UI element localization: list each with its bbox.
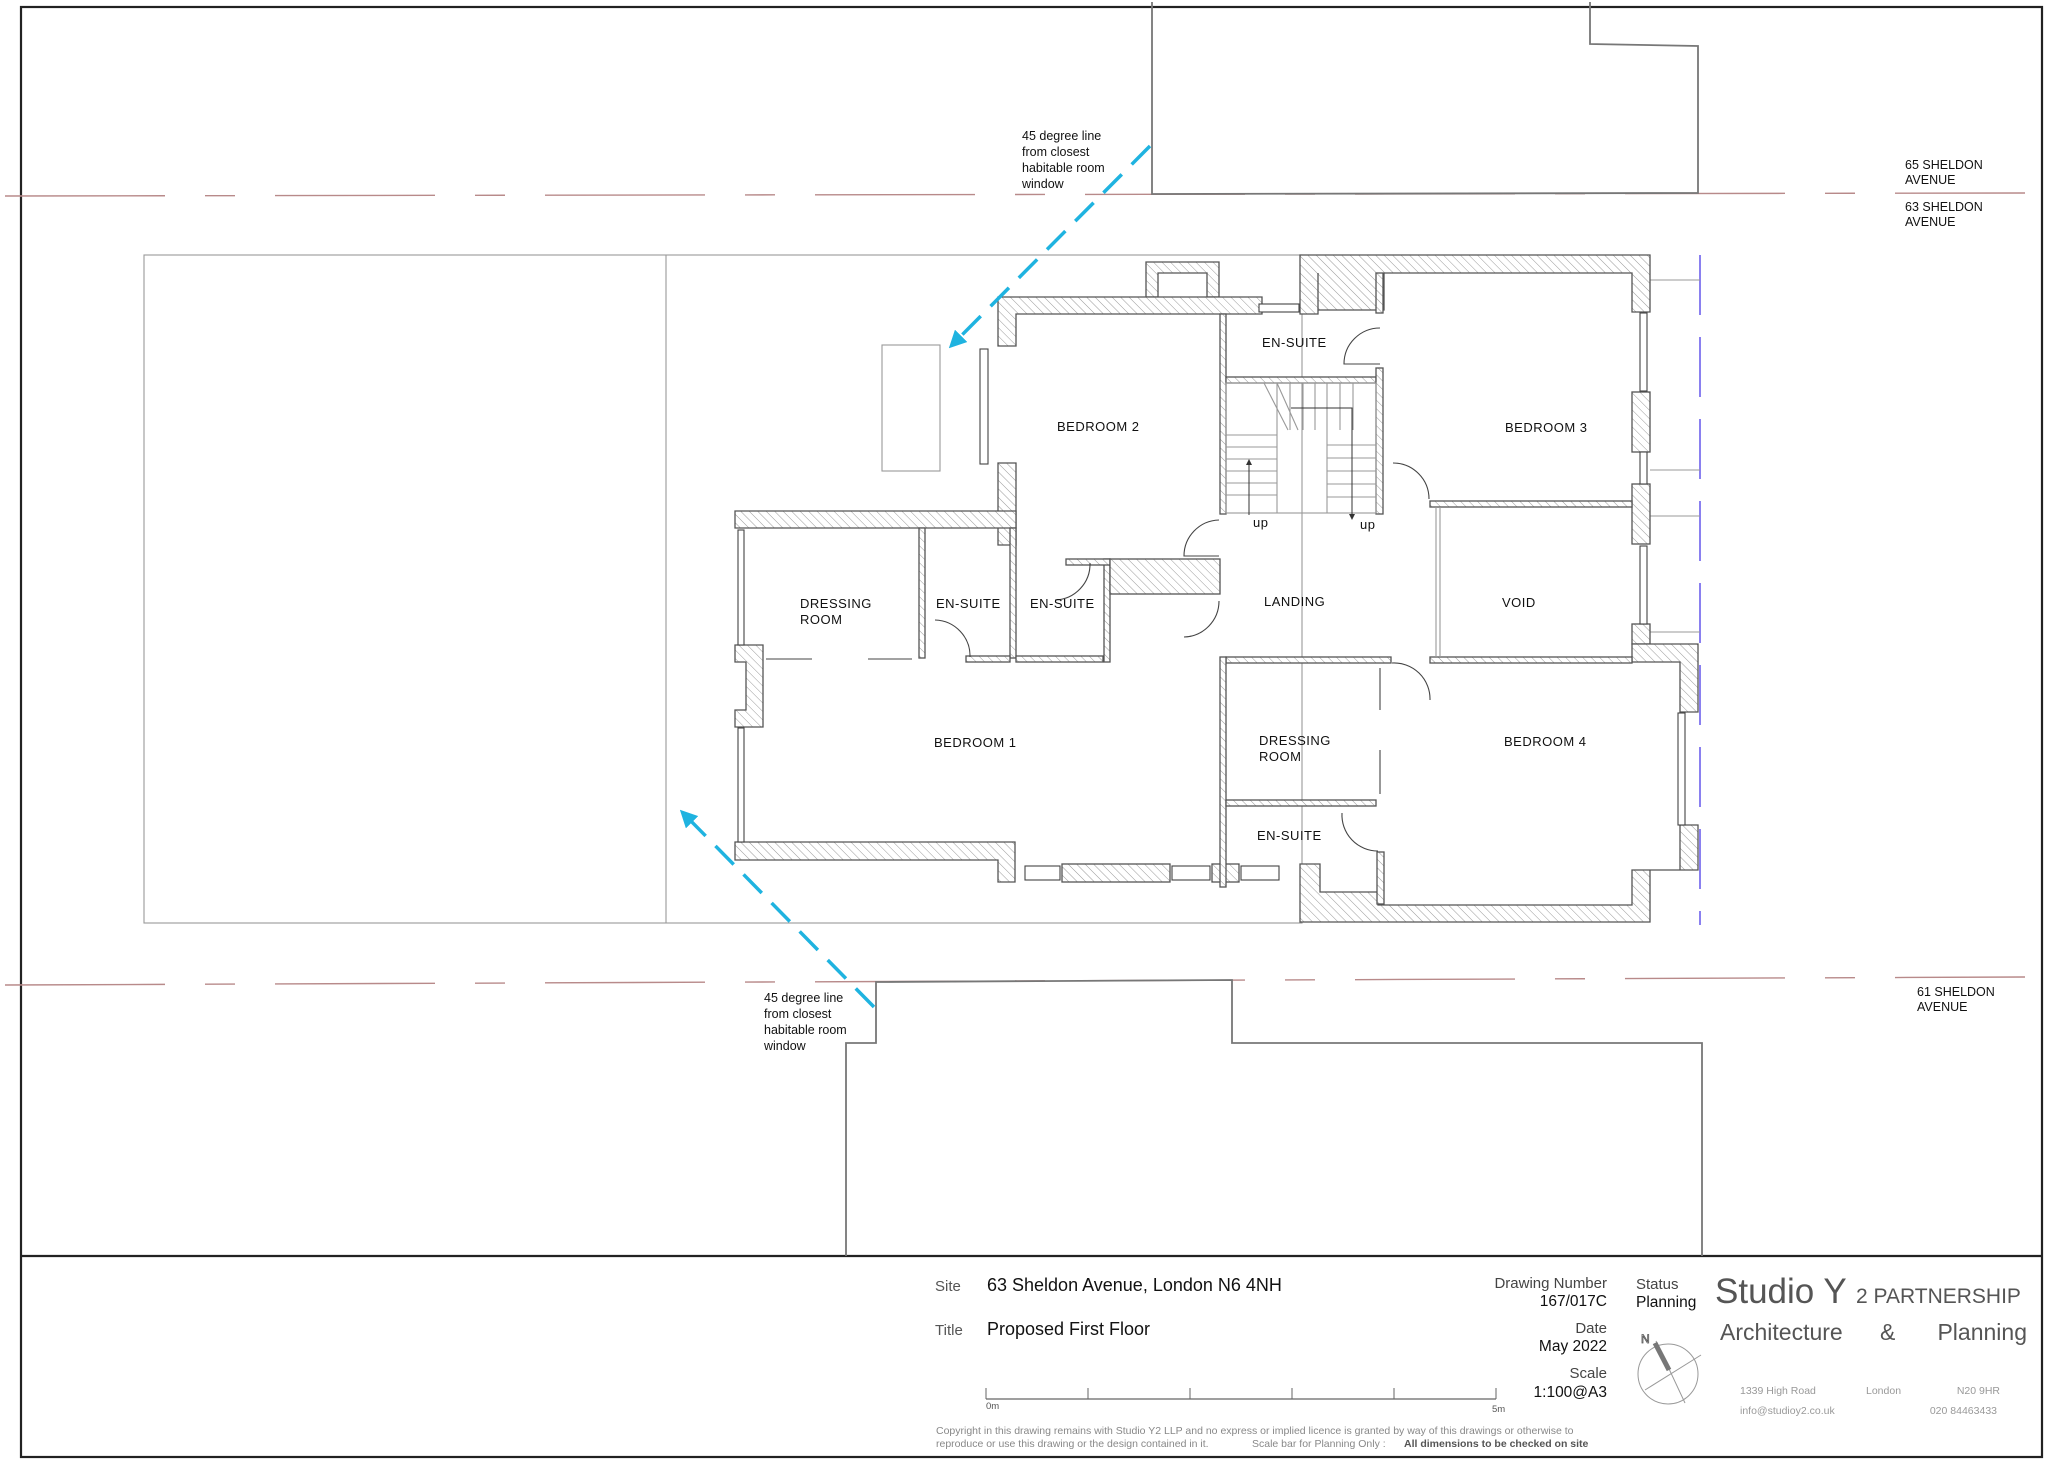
windows (737, 303, 1686, 881)
sight-line-45-south (679, 809, 876, 1009)
rooflight-outline (881, 344, 941, 472)
garden-outline (143, 254, 1303, 924)
room-label-en-suite-top: EN-SUITE (1262, 335, 1327, 350)
sight-line-45-north (948, 144, 1152, 349)
room-label-landing: LANDING (1264, 594, 1325, 609)
room-label-bedroom-4: BEDROOM 4 (1504, 734, 1587, 749)
annotation-45-south: 45 degree line from closest habitable ro… (763, 991, 847, 1053)
status-label: Status (1636, 1276, 1679, 1293)
room-labels: BEDROOM 2 EN-SUITE BEDROOM 3 DRESSING RO… (800, 335, 1588, 843)
brand-address-street: 1339 High Road (1740, 1385, 1816, 1397)
chimney (1145, 261, 1220, 298)
wall-bottom-pier-1 (1061, 863, 1171, 883)
sheet-border (19, 5, 2044, 1459)
room-label-dressing-room-1: DRESSING (800, 596, 872, 611)
room-label-en-suite-bottom: EN-SUITE (1257, 828, 1322, 843)
svg-text:AVENUE: AVENUE (1905, 173, 1955, 187)
room-label-dressing-room-2: DRESSING (1259, 733, 1331, 748)
title-block: Site 63 Sheldon Avenue, London N6 4NH Ti… (935, 1272, 2027, 1450)
room-label-dressing-room-2: ROOM (1259, 749, 1301, 764)
scale-label: Scale (1569, 1365, 1607, 1382)
svg-text:61 SHELDON: 61 SHELDON (1917, 985, 1995, 999)
svg-text:habitable room: habitable room (1022, 161, 1105, 175)
brand-name: Studio Y (1715, 1272, 1847, 1311)
brand-phone: 020 84463433 (1930, 1405, 1997, 1417)
room-label-bedroom-2: BEDROOM 2 (1057, 419, 1140, 434)
neighbour-labels: 65 SHELDON AVENUE 63 SHELDON AVENUE 61 S… (1905, 158, 1995, 1014)
svg-text:habitable room: habitable room (764, 1023, 847, 1037)
brand-tagline-amp: & (1880, 1319, 1895, 1345)
date-value: May 2022 (1539, 1338, 1607, 1355)
scale-bar: 0m 5m (985, 1388, 1505, 1415)
scale-value: 1:100@A3 (1534, 1384, 1607, 1401)
wall-bottom-right (1299, 824, 1699, 923)
svg-text:AVENUE: AVENUE (1905, 215, 1955, 229)
date-label: Date (1575, 1320, 1607, 1337)
svg-text:window: window (1021, 177, 1065, 191)
wall-void-right (1631, 623, 1651, 645)
stair-label-up-left: up (1253, 515, 1268, 530)
copyright-line-2: reproduce or use this drawing or the des… (936, 1438, 1209, 1450)
wall-left-block-top (734, 510, 1017, 529)
room-label-en-suite-left: EN-SUITE (936, 596, 1001, 611)
annotation-45-north: 45 degree line from closest habitable ro… (1021, 129, 1105, 191)
svg-text:63 SHELDON: 63 SHELDON (1905, 200, 1983, 214)
neighbour-65-outline (1151, 2, 1699, 195)
status-value: Planning (1636, 1294, 1696, 1311)
drawing-number-label: Drawing Number (1494, 1275, 1607, 1292)
wall-bedroom-4-right (1631, 643, 1699, 713)
svg-text:5m: 5m (1492, 1404, 1505, 1415)
doors (766, 327, 1431, 852)
dimensions-note: All dimensions to be checked on site (1404, 1438, 1589, 1450)
site-label: Site (935, 1278, 961, 1295)
boundary-line-north (4, 192, 2026, 197)
svg-text:65 SHELDON: 65 SHELDON (1905, 158, 1983, 172)
title-label: Title (935, 1322, 963, 1339)
brand-tagline-architecture: Architecture (1720, 1319, 1843, 1345)
site-value: 63 Sheldon Avenue, London N6 4NH (987, 1275, 1282, 1295)
svg-text:45 degree line: 45 degree line (764, 991, 843, 1005)
brand-address-city: London (1866, 1385, 1901, 1397)
stair-label-up-right: up (1360, 517, 1375, 532)
internal-walls (918, 272, 1633, 905)
brand-email: info@studioy2.co.uk (1740, 1405, 1835, 1417)
room-label-en-suite-mid: EN-SUITE (1030, 596, 1095, 611)
svg-text:from closest: from closest (764, 1007, 832, 1021)
brand-tagline-planning: Planning (1937, 1319, 2027, 1345)
brand-block: Studio Y 2 PARTNERSHIP Architecture & Pl… (1715, 1272, 2027, 1417)
wall-top-right (1299, 254, 1651, 315)
wall-bed3-right-b (1631, 483, 1651, 545)
svg-text:AVENUE: AVENUE (1917, 1000, 1967, 1014)
room-label-dressing-room-1: ROOM (800, 612, 842, 627)
svg-text:from closest: from closest (1022, 145, 1090, 159)
room-label-void: VOID (1502, 595, 1536, 610)
svg-text:N: N (1641, 1332, 1650, 1346)
scale-note: Scale bar for Planning Only : (1252, 1438, 1386, 1450)
svg-text:45 degree line: 45 degree line (1022, 129, 1101, 143)
wall-left-pier (734, 644, 764, 728)
wall-bed3-right-a (1631, 391, 1651, 453)
title-value: Proposed First Floor (987, 1319, 1150, 1339)
svg-text:window: window (763, 1039, 807, 1053)
neighbour-61-outline (845, 979, 1703, 1256)
svg-text:0m: 0m (986, 1401, 999, 1412)
staircase (1225, 382, 1377, 520)
brand-address-postcode: N20 9HR (1957, 1385, 2001, 1397)
wall-bedroom-2 (997, 296, 1263, 347)
wall-bedroom-1-bottom (734, 841, 1016, 883)
brand-sub: 2 PARTNERSHIP (1856, 1285, 2021, 1308)
room-label-bedroom-3: BEDROOM 3 (1505, 420, 1588, 435)
north-arrow-icon: N (1637, 1332, 1702, 1405)
copyright-line-1: Copyright in this drawing remains with S… (936, 1425, 1574, 1437)
drawing-number-value: 167/017C (1540, 1293, 1607, 1310)
room-label-bedroom-1: BEDROOM 1 (934, 735, 1017, 750)
